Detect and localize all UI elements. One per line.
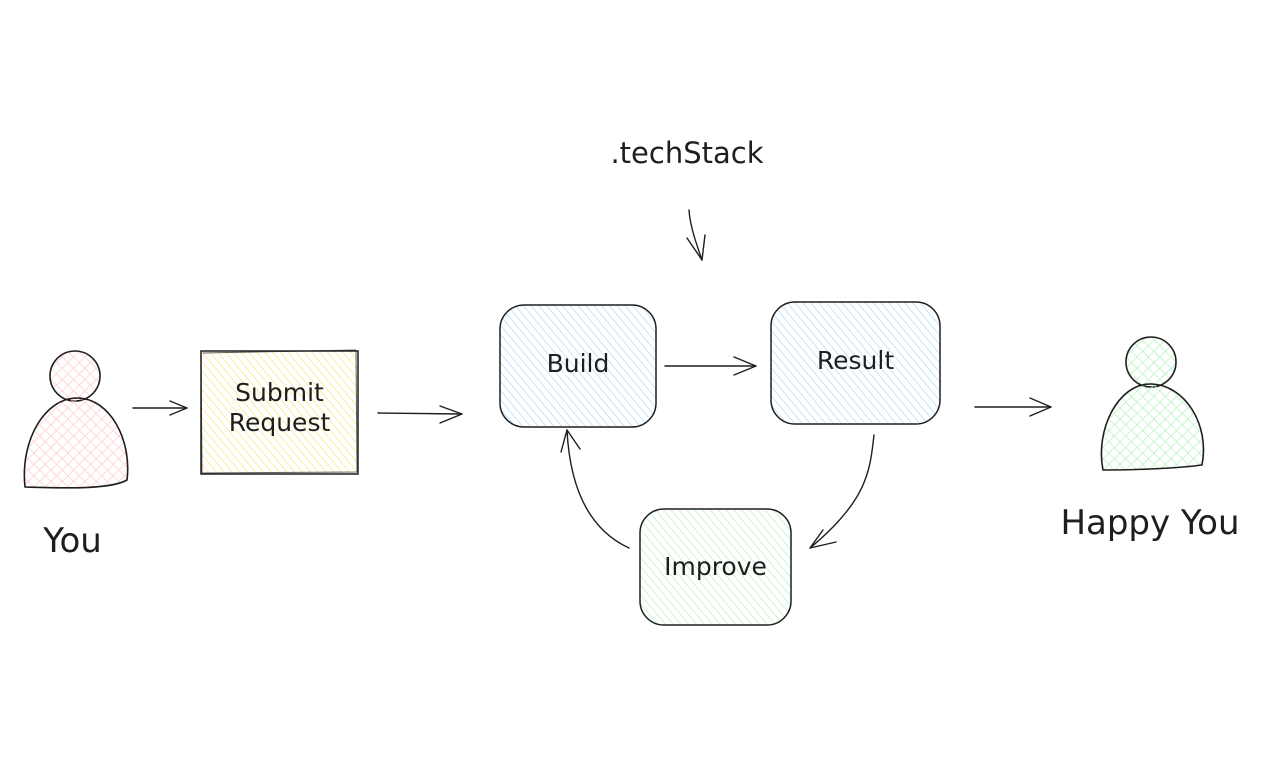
arrow-techstack-to-build <box>686 209 706 261</box>
build-label: Build <box>546 349 610 378</box>
submit-request-box <box>200 349 359 475</box>
arrow-build-to-result <box>664 356 757 376</box>
arrow-submit-to-build <box>377 405 463 424</box>
result-label: Result <box>816 346 895 375</box>
arrow-result-to-happy-you <box>974 397 1052 417</box>
arrow-result-to-improve <box>809 434 875 549</box>
submit-request-label: Submit Request <box>228 378 331 437</box>
diagram-title: .techStack <box>610 136 764 170</box>
happy-you-person-icon <box>1100 336 1205 471</box>
improve-label: Improve <box>664 552 767 581</box>
arrow-improve-to-build <box>560 429 630 549</box>
result-box <box>770 301 941 425</box>
happy-you-label: Happy You <box>1060 503 1240 543</box>
you-label: You <box>43 521 102 561</box>
build-box <box>499 304 657 428</box>
you-person-icon <box>23 350 129 489</box>
arrow-you-to-submit <box>132 400 188 416</box>
improve-box <box>639 508 792 626</box>
